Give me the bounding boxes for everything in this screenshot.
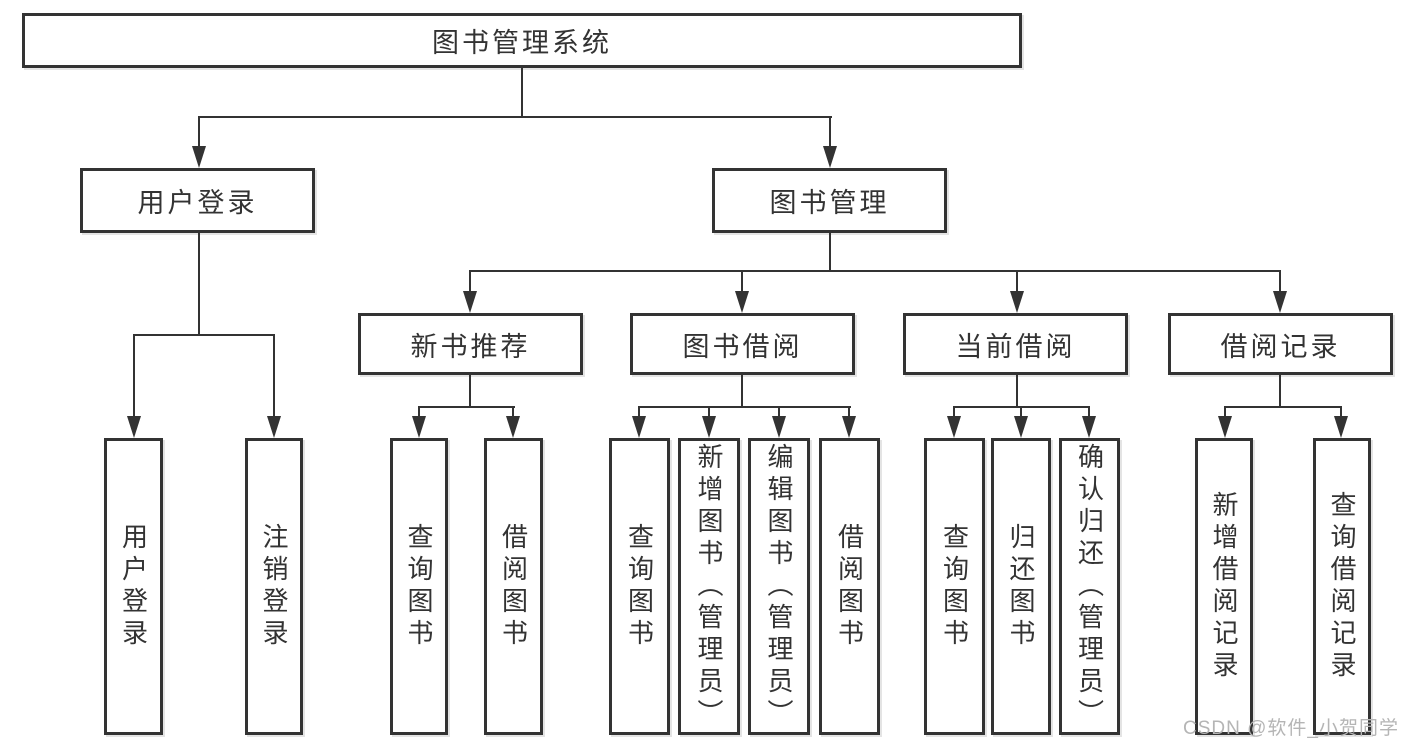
connector-arrow-line <box>1088 406 1090 422</box>
leaf-query-books-3: 查询图书 <box>924 438 985 735</box>
leaf-return-books-label: 归还图书 <box>1006 522 1036 651</box>
watermark-text: CSDN @软件_小贺同学 <box>1183 718 1399 739</box>
leaf-confirm-return-admin-label: 确认归还（管理员） <box>1074 442 1105 731</box>
leaf-query-books-2: 查询图书 <box>609 438 670 735</box>
connector-root-horizontal <box>198 116 832 118</box>
arrowhead-leaf <box>506 416 520 438</box>
box-new-book-recommend-label: 新书推荐 <box>410 331 531 362</box>
box-borrowing-records-label: 借阅记录 <box>1220 331 1341 362</box>
connector-arrow-line <box>1020 406 1022 422</box>
leaf-borrow-books-1-label: 借阅图书 <box>498 522 529 651</box>
connector-arrow-line <box>469 270 471 297</box>
arrowhead-leaf <box>632 416 646 438</box>
connector-arrow-line <box>829 116 831 150</box>
connector-br-stem <box>1279 375 1281 408</box>
connector-bb-stem <box>741 375 743 408</box>
connector-arrow-line <box>198 116 200 150</box>
leaf-query-borrow-record: 查询借阅记录 <box>1313 438 1371 735</box>
connector-user-login-stem <box>198 233 200 336</box>
connector-book-management-horizontal <box>469 270 1281 272</box>
connector-arrow-line <box>1340 406 1342 422</box>
leaf-user-login: 用户登录 <box>104 438 163 735</box>
arrowhead-to-borrowing-records <box>1273 291 1287 313</box>
arrowhead-leaf <box>1014 416 1028 438</box>
box-system-root-label: 图书管理系统 <box>432 28 612 58</box>
box-book-borrowing: 图书借阅 <box>630 313 855 375</box>
connector-cb-stem <box>1016 375 1018 408</box>
arrowhead-leaf <box>947 416 961 438</box>
arrowhead-leaf <box>1334 416 1348 438</box>
box-book-borrowing-label: 图书借阅 <box>682 331 803 362</box>
box-borrowing-records: 借阅记录 <box>1168 313 1393 375</box>
leaf-logout-label: 注销登录 <box>259 522 289 651</box>
connector-nbr-stem <box>469 375 471 408</box>
leaf-edit-book-admin-label: 编辑图书（管理员） <box>764 442 794 731</box>
connector-arrow-line <box>741 270 743 297</box>
arrowhead-leaf <box>1082 416 1096 438</box>
connector-arrow-line <box>1016 270 1018 297</box>
box-new-book-recommend: 新书推荐 <box>358 313 583 375</box>
leaf-query-books-3-label: 查询图书 <box>939 522 970 651</box>
connector-arrow-line <box>1224 406 1226 422</box>
leaf-user-login-label: 用户登录 <box>118 522 149 651</box>
leaf-query-books-1: 查询图书 <box>390 438 448 735</box>
leaf-edit-book-admin: 编辑图书（管理员） <box>748 438 810 735</box>
arrowhead-to-book-borrowing <box>735 291 749 313</box>
connector-root-stem <box>521 68 523 118</box>
connector-user-login-horizontal <box>133 334 275 336</box>
leaf-add-book-admin: 新增图书（管理员） <box>678 438 740 735</box>
arrowhead-leaf <box>702 416 716 438</box>
leaf-logout: 注销登录 <box>245 438 303 735</box>
arrowhead-to-book-management <box>823 146 837 168</box>
connector-book-management-stem <box>829 233 831 272</box>
connector-arrow-line <box>848 406 850 422</box>
arrowhead-leaf <box>842 416 856 438</box>
arrowhead-to-new-book-recommend <box>463 291 477 313</box>
connector-bb-horizontal <box>638 406 851 408</box>
leaf-query-borrow-record-label: 查询借阅记录 <box>1327 490 1357 683</box>
connector-arrow-line <box>708 406 710 422</box>
box-book-management: 图书管理 <box>712 168 947 233</box>
arrowhead-leaf <box>772 416 786 438</box>
connector-arrow-line <box>418 406 420 422</box>
connector-arrow-line <box>638 406 640 422</box>
box-current-borrowing: 当前借阅 <box>903 313 1128 375</box>
leaf-add-borrow-record-label: 新增借阅记录 <box>1209 490 1239 683</box>
leaf-borrow-books-2-label: 借阅图书 <box>834 522 865 651</box>
arrowhead-leaf <box>412 416 426 438</box>
box-book-management-label: 图书管理 <box>769 188 890 218</box>
leaf-add-book-admin-label: 新增图书（管理员） <box>694 442 724 731</box>
connector-br-horizontal <box>1224 406 1342 408</box>
connector-arrow-line <box>512 406 514 422</box>
connector-arrow-line <box>778 406 780 422</box>
leaf-add-borrow-record: 新增借阅记录 <box>1195 438 1253 735</box>
leaf-query-books-1-label: 查询图书 <box>404 522 434 651</box>
arrowhead-to-leaf-user-login <box>127 416 141 438</box>
connector-arrow-line <box>133 334 135 420</box>
box-user-login-label: 用户登录 <box>137 188 258 218</box>
arrowhead-to-user-login <box>192 146 206 168</box>
arrowhead-leaf <box>1218 416 1232 438</box>
arrowhead-to-leaf-logout <box>267 416 281 438</box>
leaf-borrow-books-1: 借阅图书 <box>484 438 543 735</box>
box-user-login: 用户登录 <box>80 168 315 233</box>
box-current-borrowing-label: 当前借阅 <box>955 331 1076 362</box>
leaf-borrow-books-2: 借阅图书 <box>819 438 880 735</box>
connector-nbr-horizontal <box>418 406 515 408</box>
connector-arrow-line <box>273 334 275 420</box>
connector-arrow-line <box>1279 270 1281 297</box>
box-system-root: 图书管理系统 <box>22 13 1022 68</box>
connector-arrow-line <box>953 406 955 422</box>
leaf-confirm-return-admin: 确认归还（管理员） <box>1059 438 1120 735</box>
leaf-query-books-2-label: 查询图书 <box>624 522 655 651</box>
arrowhead-to-current-borrowing <box>1010 291 1024 313</box>
leaf-return-books: 归还图书 <box>991 438 1051 735</box>
